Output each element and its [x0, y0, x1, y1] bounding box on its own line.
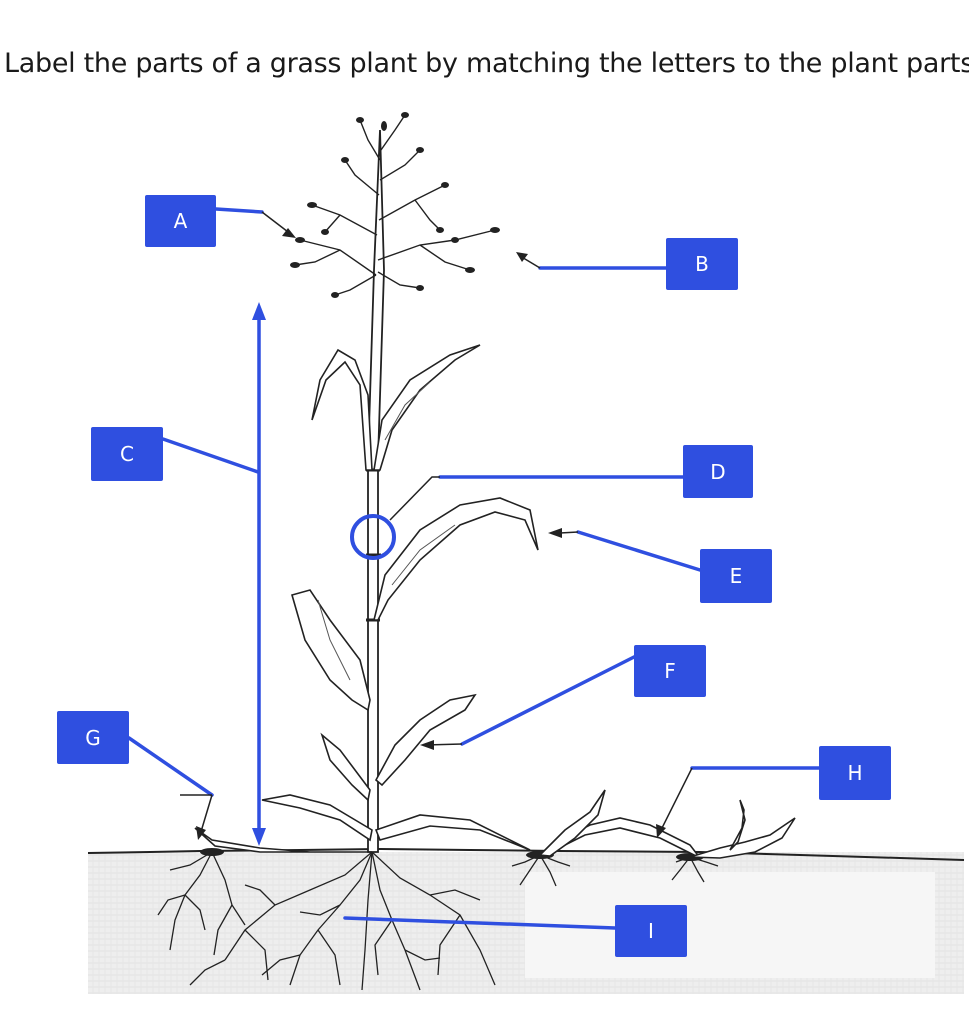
label-g-button[interactable]: G	[57, 711, 129, 764]
roots	[157, 851, 719, 991]
soil	[87, 847, 965, 994]
leader-lines	[127, 207, 821, 930]
stem	[366, 129, 385, 853]
question-text: Label the parts of a grass plant by matc…	[4, 48, 969, 79]
label-i-button[interactable]: I	[615, 905, 687, 957]
leaf-veins	[317, 381, 456, 681]
arrowheads	[252, 302, 266, 846]
label-d-button[interactable]: D	[683, 445, 753, 498]
label-b-button[interactable]: B	[666, 238, 738, 290]
label-c-button[interactable]: C	[91, 427, 163, 481]
spikelets	[290, 112, 500, 298]
node-highlight-circle	[350, 514, 396, 560]
leaves	[194, 344, 796, 859]
label-f-button[interactable]: F	[634, 645, 706, 697]
seed-head	[294, 114, 496, 296]
label-e-button[interactable]: E	[700, 549, 772, 603]
label-h-button[interactable]: H	[819, 746, 891, 800]
pointer-arrowheads	[196, 228, 666, 840]
label-a-button[interactable]: A	[145, 195, 216, 247]
